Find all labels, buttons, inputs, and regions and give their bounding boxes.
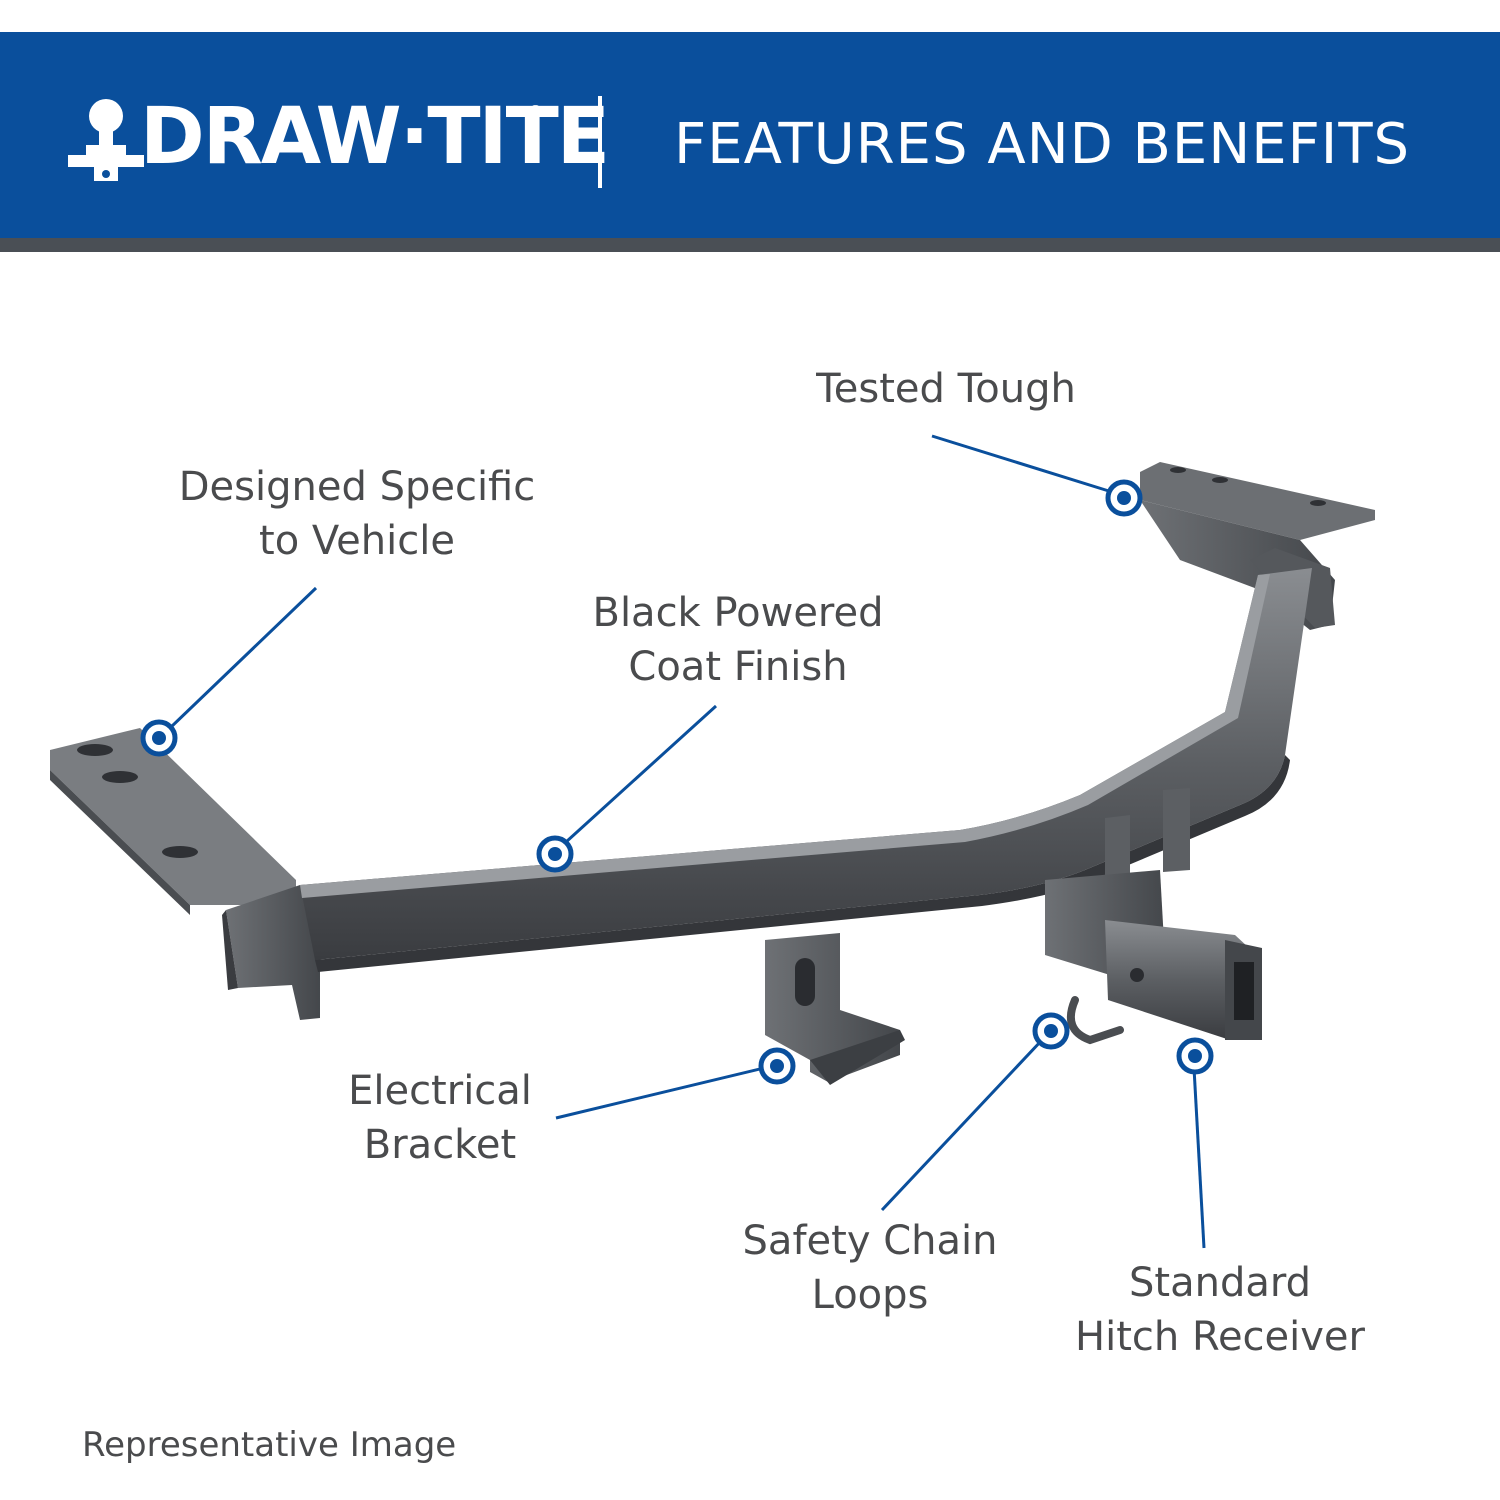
callout-line: Coat Finish (628, 644, 848, 690)
callout-designed-specific: Designed Specific to Vehicle (179, 460, 536, 568)
callout-line: Loops (811, 1272, 929, 1318)
callout-standard-receiver: Standard Hitch Receiver (1075, 1256, 1365, 1364)
cross-tube (300, 568, 1312, 972)
brand-logo: DRAW·TITE (140, 92, 610, 182)
trailer-ball-icon (68, 99, 144, 181)
callout-line: Hitch Receiver (1075, 1314, 1365, 1360)
callout-dot-icon (1032, 1012, 1070, 1050)
callout-dot-icon (758, 1047, 796, 1085)
callout-line: Black Powered (592, 590, 884, 636)
header-divider (598, 96, 602, 188)
callout-line: to Vehicle (259, 518, 455, 564)
callout-leader-lines (168, 434, 1206, 1249)
callout-dot-icon (536, 835, 574, 873)
callout-line: Safety Chain (742, 1218, 998, 1264)
representative-image-note: Representative Image (82, 1425, 457, 1465)
receiver-assembly (1045, 788, 1262, 1040)
callout-line: Standard (1129, 1260, 1311, 1306)
callout-black-powder-coat: Black Powered Coat Finish (593, 586, 884, 694)
header-shadow-strip (0, 238, 1500, 252)
registered-mark: ® (528, 102, 543, 120)
callout-line: Designed Specific (178, 464, 536, 510)
callout-line: Bracket (363, 1122, 517, 1168)
callout-safety-chain-loops: Safety Chain Loops (743, 1214, 998, 1322)
callout-dot-icon (1176, 1037, 1214, 1075)
electrical-bracket (765, 933, 905, 1085)
page-title: FEATURES AND BENEFITS (674, 112, 1411, 177)
callout-line: Electrical (348, 1068, 532, 1114)
callout-line: Tested Tough (816, 366, 1076, 412)
callout-dot-icon (140, 719, 178, 757)
callout-tested-tough: Tested Tough (816, 362, 1076, 416)
callout-electrical-bracket: Electrical Bracket (348, 1064, 532, 1172)
header-banner (0, 32, 1500, 238)
callout-dot-icon (1105, 479, 1143, 517)
safety-chain-loop (1067, 996, 1124, 1045)
left-mounting-plate (50, 728, 320, 1020)
